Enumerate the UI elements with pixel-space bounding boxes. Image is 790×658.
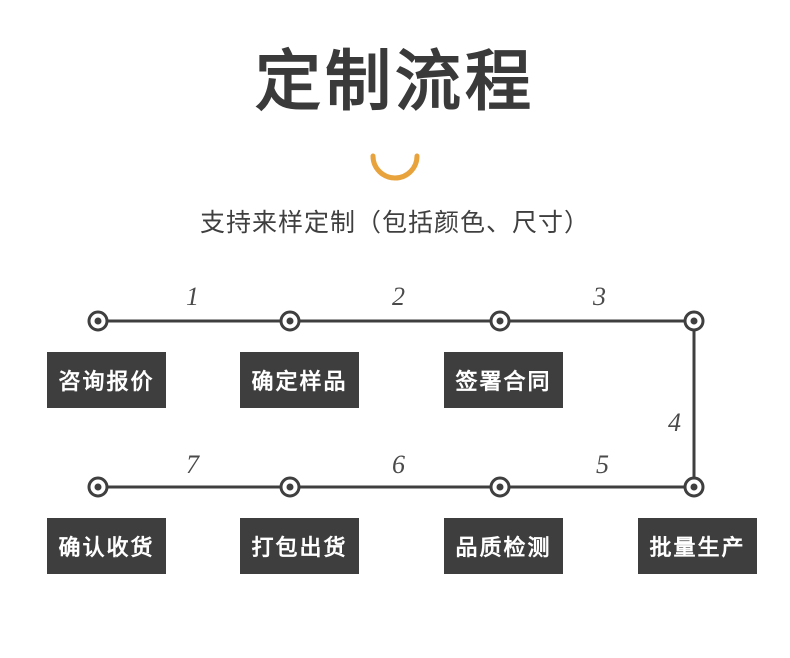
step-number-5: 5 bbox=[596, 450, 609, 479]
step-number-7: 7 bbox=[186, 450, 199, 479]
flow-box-3[interactable]: 签署合同 bbox=[444, 352, 563, 408]
flow-box-7[interactable]: 确认收货 bbox=[47, 518, 166, 574]
flow-box-6[interactable]: 打包出货 bbox=[240, 518, 359, 574]
step-number-3: 3 bbox=[593, 282, 606, 311]
flow-box-4[interactable]: 批量生产 bbox=[638, 518, 757, 574]
flow-box-2[interactable]: 确定样品 bbox=[240, 352, 359, 408]
step-number-2: 2 bbox=[392, 282, 405, 311]
flow-box-1[interactable]: 咨询报价 bbox=[47, 352, 166, 408]
step-number-6: 6 bbox=[392, 450, 405, 479]
flow-box-5[interactable]: 品质检测 bbox=[444, 518, 563, 574]
flow-connector-lines bbox=[87, 310, 705, 498]
step-number-4: 4 bbox=[668, 408, 681, 437]
page-title: 定制流程 bbox=[255, 44, 535, 118]
step-number-1: 1 bbox=[186, 282, 199, 311]
decorative-arc bbox=[0, 150, 790, 195]
page-subtitle: 支持来样定制（包括颜色、尺寸） bbox=[199, 209, 590, 237]
flow-diagram: 1 2 3 4 5 6 7 咨询报价 确定样品 签署合同 确认收货 打包出货 品… bbox=[0, 270, 790, 610]
